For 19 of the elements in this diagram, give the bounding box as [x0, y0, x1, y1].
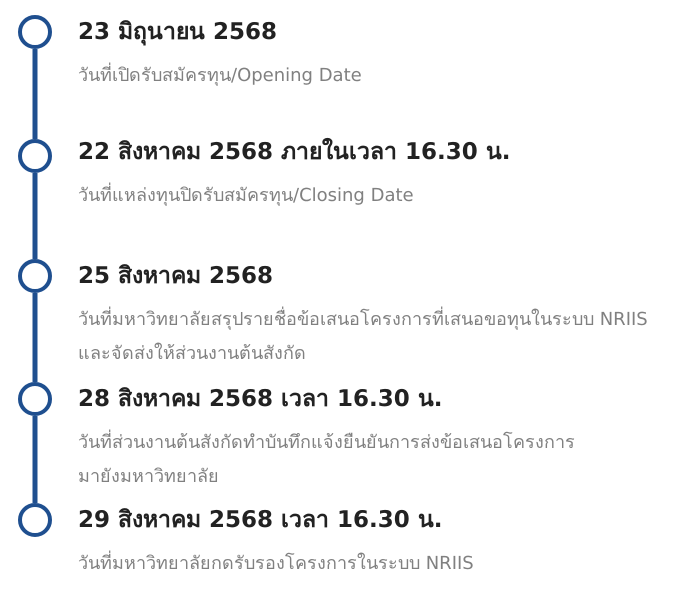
description-text: วันที่ส่วนงานต้นสังกัดทำบันทึกแจ้งยืนยันการส่งข้อเสนอโครงการมายังมหาวิทยาลัย [78, 426, 590, 494]
description-text: วันที่มหาวิทยาลัยสรุปรายชื่อข้อเสนอโครงการที่เสนอขอทุนในระบบ NRIIS และจัดส่งให้ส่วนงานต้นสังกัด [78, 303, 660, 371]
timeline-circle [18, 503, 52, 537]
timeline-line [32, 49, 38, 139]
timeline-circle [18, 259, 52, 293]
description-text: วันที่เปิดรับสมัครทุน/Opening Date [78, 59, 663, 93]
timeline-line [32, 416, 38, 503]
date-heading: 22 สิงหาคม 2568 ภายในเวลา 16.30 น. [78, 137, 511, 167]
timeline-line [32, 293, 38, 382]
timeline-line [32, 173, 38, 259]
date-heading: 25 สิงหาคม 2568 [78, 262, 274, 291]
date-heading: 29 สิงหาคม 2568 เวลา 16.30 น. [78, 506, 443, 535]
date-heading: 28 สิงหาคม 2568 เวลา 16.30 น. [78, 385, 443, 414]
timeline-circle [18, 15, 52, 49]
description-text: วันที่มหาวิทยาลัยกดรับรองโครงการในระบบ NRIIS [78, 547, 663, 581]
timeline-circle [18, 139, 52, 173]
date-heading: 23 มิถุนายน 2568 [78, 18, 278, 47]
description-text: วันที่แหล่งทุนปิดรับสมัครทุน/Closing Date [78, 179, 663, 213]
timeline-circle [18, 382, 52, 416]
